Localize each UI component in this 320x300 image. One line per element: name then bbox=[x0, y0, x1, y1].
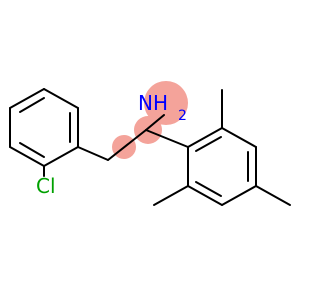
bond-ch2-ch bbox=[107, 129, 147, 161]
bond-ch-aryl bbox=[145, 129, 189, 148]
double-bond bbox=[19, 97, 45, 113]
bond bbox=[221, 127, 257, 148]
double-bond bbox=[19, 142, 45, 158]
chlorine-label: Cl bbox=[36, 174, 56, 198]
bond bbox=[187, 185, 223, 206]
bond bbox=[187, 127, 223, 148]
bond bbox=[221, 185, 257, 206]
double-bond bbox=[195, 181, 222, 197]
mesityl-ring bbox=[187, 127, 257, 206]
bond bbox=[43, 88, 79, 109]
amine-label: NH bbox=[138, 91, 168, 115]
amine-highlight bbox=[144, 81, 188, 125]
methyl-right-bond bbox=[255, 185, 291, 206]
chlorophenyl-ring bbox=[9, 88, 79, 167]
structure-canvas: NH 2 Cl bbox=[9, 81, 291, 206]
amine-subscript: 2 bbox=[178, 108, 187, 124]
bond bbox=[9, 146, 45, 167]
bond bbox=[43, 146, 79, 167]
bond bbox=[9, 88, 45, 109]
double-bond bbox=[195, 136, 222, 152]
bond-aryl-ch2 bbox=[77, 146, 109, 161]
methyl-left-bond bbox=[153, 185, 189, 206]
bond-ch-n bbox=[145, 114, 165, 131]
molecule-drawing: NH 2 Cl bbox=[9, 81, 291, 206]
